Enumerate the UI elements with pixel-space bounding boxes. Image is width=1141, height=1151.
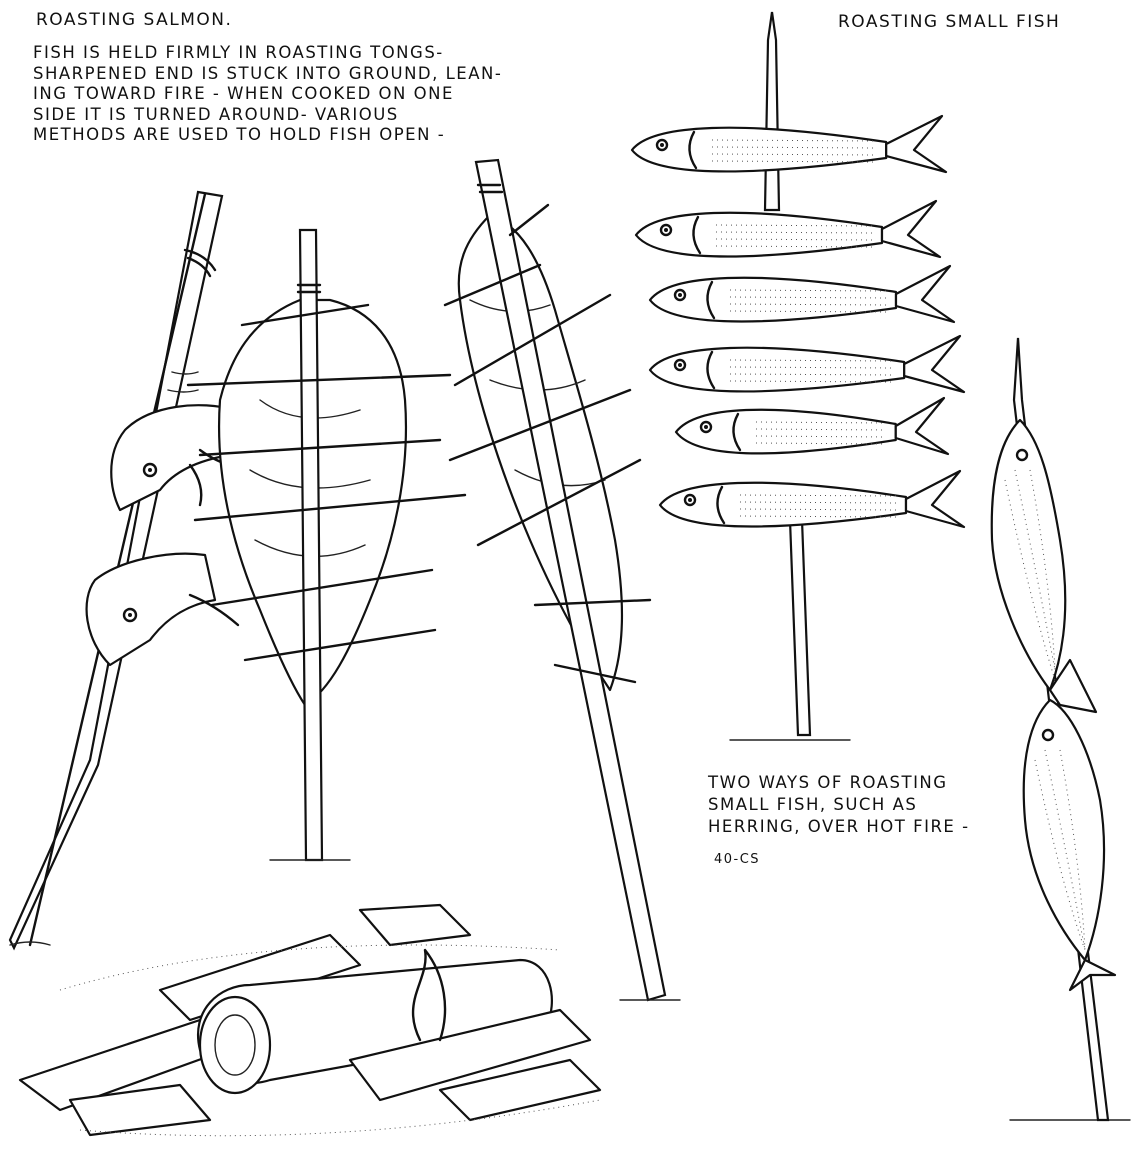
- small-fish-title: ROASTING SMALL FISH: [838, 12, 1061, 32]
- ground-marks: [9, 739, 1131, 1121]
- herring-stack: [630, 114, 966, 529]
- herring-vertical-upper: [990, 418, 1098, 714]
- salmon-head-lower: [85, 552, 240, 667]
- herring-horizontal: [658, 469, 966, 529]
- herring-horizontal: [648, 264, 956, 324]
- herring-horizontal: [630, 114, 948, 174]
- herring-horizontal: [648, 334, 966, 394]
- herring-horizontal: [634, 199, 942, 259]
- small-fish-description: TWO WAYS OF ROASTING SMALL FISH, SUCH AS…: [708, 773, 970, 836]
- cross-skewers-center: [186, 303, 467, 662]
- artist-credit: 40-CS: [714, 852, 761, 867]
- herring-horizontal: [674, 396, 950, 456]
- salmon-description: FISH IS HELD FIRMLY IN ROASTING TONGS- S…: [33, 43, 503, 144]
- cross-skewers-right: [443, 203, 652, 684]
- herring-vertical-lower: [1022, 698, 1117, 992]
- split-salmon-center: [186, 228, 467, 862]
- split-salmon-right: [443, 158, 667, 1002]
- salmon-title: ROASTING SALMON.: [36, 10, 233, 30]
- campfire: [18, 903, 602, 1137]
